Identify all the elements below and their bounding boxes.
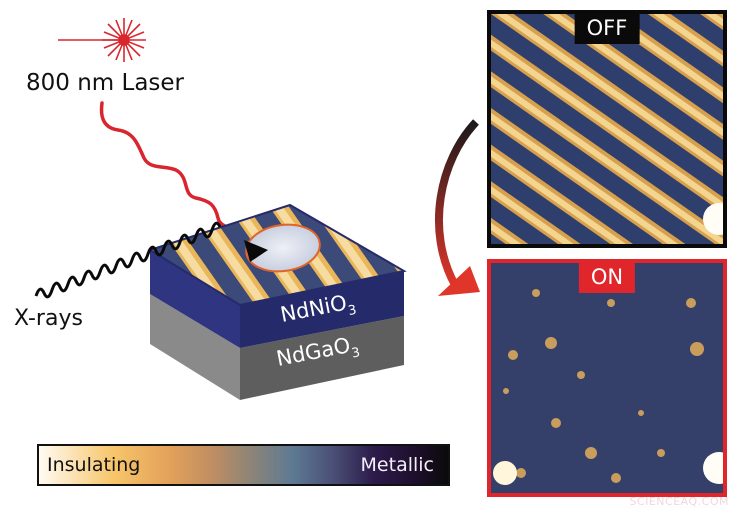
laser-spot (245, 223, 321, 273)
colorbar-right-label: Metallic (360, 454, 434, 476)
off-tag: OFF (574, 14, 640, 44)
laser-beam (99, 101, 252, 234)
laser-label: 800 nm Laser (26, 70, 185, 96)
transition-arrow (434, 119, 479, 287)
on-image-panel: ON (487, 259, 727, 497)
on-domain-map (491, 263, 723, 493)
transition-arrowhead (438, 266, 480, 296)
watermark: SCIENCEAQ.COM (629, 495, 729, 508)
off-domain-map (491, 14, 723, 244)
substrate-left (150, 294, 240, 400)
xray-arrowhead (244, 240, 268, 262)
film-left (150, 250, 240, 348)
colorbar: Insulating Metallic (37, 444, 450, 486)
colorbar-left-label: Insulating (47, 454, 141, 476)
off-image-panel: OFF (487, 10, 727, 248)
film-front (240, 271, 404, 348)
substrate-front (240, 316, 404, 400)
laser-icon (58, 18, 146, 62)
xray-beam (34, 221, 222, 299)
xrays-label: X-rays (14, 306, 83, 331)
on-tag: ON (578, 263, 636, 293)
